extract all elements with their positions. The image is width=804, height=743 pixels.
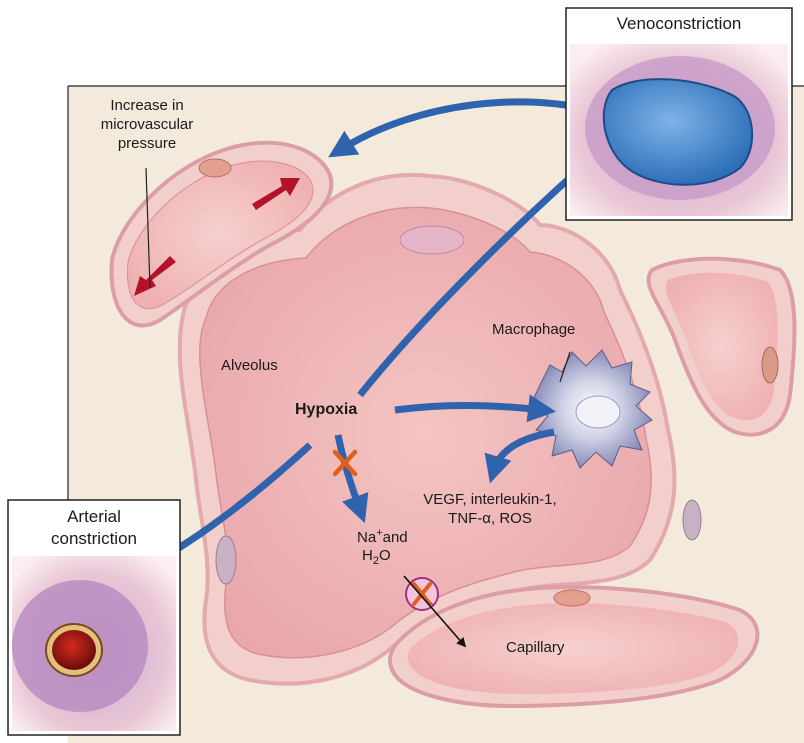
venoconstriction-label: Venoconstriction bbox=[566, 14, 792, 34]
alveolar-cell bbox=[216, 536, 236, 584]
sodium-symbol: Na bbox=[357, 529, 376, 546]
arterial-constriction-label: Arterial constriction bbox=[8, 506, 180, 550]
hypoxia-label: Hypoxia bbox=[295, 400, 357, 419]
arterial-label-line1: Arterial bbox=[8, 506, 180, 528]
macrophage-label: Macrophage bbox=[492, 320, 575, 339]
mediators-label-line1: VEGF, interleukin-1, bbox=[404, 490, 576, 509]
microvascular-label-line2: microvascular bbox=[82, 115, 212, 134]
arterial-label-line2: constriction bbox=[8, 528, 180, 550]
mediators-label-line2: TNF-α, ROS bbox=[404, 509, 576, 528]
alveolar-cell bbox=[400, 226, 464, 254]
venoconstriction-inset bbox=[566, 8, 792, 220]
microvascular-label-line1: Increase in bbox=[82, 96, 212, 115]
sodium-label: Na+and bbox=[357, 524, 408, 547]
capillary-label: Capillary bbox=[506, 638, 564, 657]
water-label: H2O bbox=[362, 546, 391, 571]
alveolar-cell bbox=[683, 500, 701, 540]
alveolus-label: Alveolus bbox=[221, 356, 278, 375]
microvascular-label-line3: pressure bbox=[82, 134, 212, 153]
sodium-and: and bbox=[383, 529, 408, 546]
water-o: O bbox=[379, 547, 391, 564]
mediators-label: VEGF, interleukin-1, TNF-α, ROS bbox=[404, 490, 576, 528]
water-h: H bbox=[362, 547, 373, 564]
microvascular-pressure-label: Increase in microvascular pressure bbox=[82, 96, 212, 153]
